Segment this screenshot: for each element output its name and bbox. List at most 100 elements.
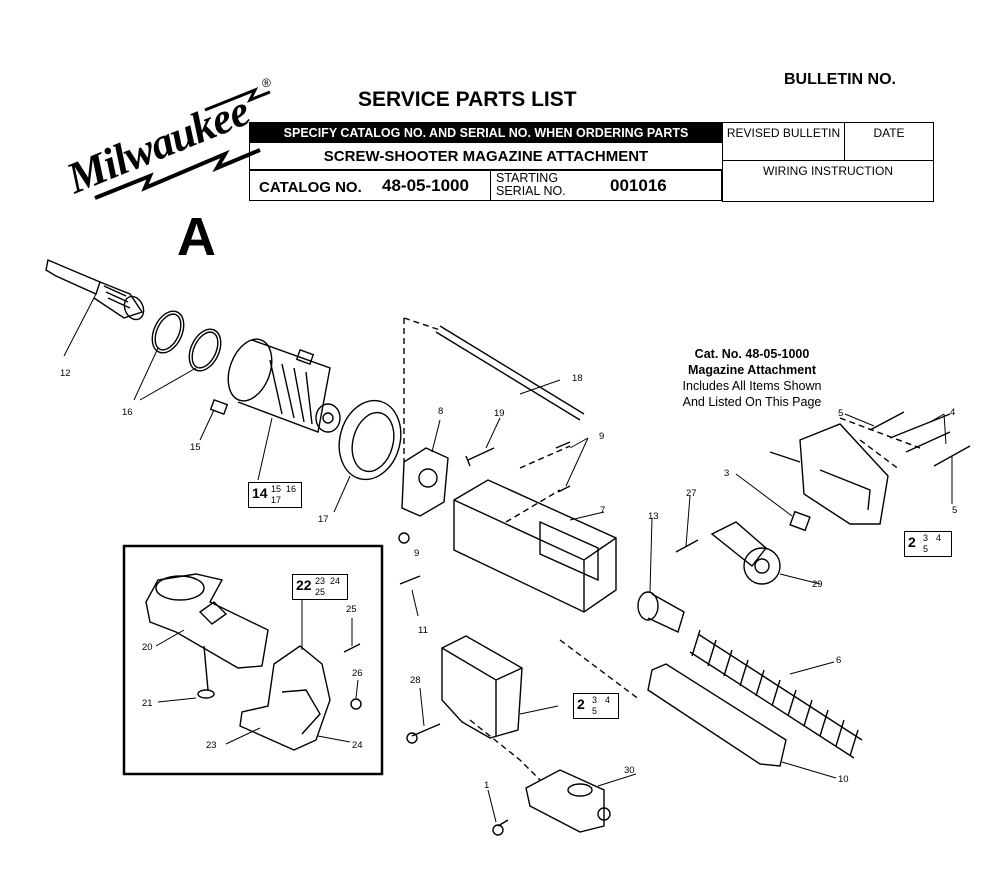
date-cell: DATE — [844, 122, 934, 161]
starting-label-1: STARTING — [496, 171, 559, 185]
kit-part: 16 — [286, 484, 297, 494]
starting-serial-label: STARTING SERIAL NO. — [496, 172, 566, 198]
front-body-part — [406, 635, 523, 744]
o-ring-2 — [188, 328, 222, 372]
catalog-label: CATALOG NO. — [259, 179, 362, 196]
kit-part: 4 — [605, 695, 611, 705]
revision-table: REVISED BULLETIN DATE WIRING INSTRUCTION — [722, 122, 934, 202]
page-title: SERVICE PARTS LIST — [358, 88, 577, 111]
wiring-instruction-cell: WIRING INSTRUCTION — [722, 160, 934, 202]
part-number-label: 20 — [142, 642, 153, 653]
ratchet-part — [710, 521, 781, 585]
screw-27 — [675, 539, 699, 553]
kit-box-14: 14 15 16 17 — [248, 482, 302, 508]
feed-assembly-part — [769, 423, 889, 525]
catalog-note: Cat. No. 48-05-1000 Magazine Attachment … — [662, 346, 842, 410]
starting-label-2: SERIAL NO. — [496, 184, 566, 198]
note-line-1: Cat. No. 48-05-1000 — [694, 347, 810, 361]
part-number-label: 30 — [624, 765, 635, 776]
part-number-label: 12 — [60, 368, 71, 379]
part-number-label: 5 — [838, 408, 844, 419]
kit-main: 2 — [908, 534, 916, 550]
part-number-label: 17 — [318, 514, 329, 525]
bit-holder-part — [45, 259, 145, 321]
note-line-4: And Listed On This Page — [682, 395, 822, 409]
part-number-label: 10 — [838, 774, 849, 785]
part-number-label: 13 — [648, 511, 659, 522]
kit-box-22: 22 23 24 25 — [292, 574, 348, 600]
part-number-label: 7 — [600, 505, 606, 516]
set-screw-a — [295, 349, 315, 365]
part-number-label: 3 — [724, 468, 730, 479]
part-number-label: 21 — [142, 698, 153, 709]
kit-part: 4 — [936, 533, 942, 543]
kit-part: 17 — [271, 495, 282, 505]
part-number-label: 25 — [346, 604, 357, 615]
nose-cylinder-part — [227, 338, 341, 433]
part-number-label: 29 — [812, 579, 823, 590]
catalog-row: CATALOG NO. 48-05-1000 STARTING SERIAL N… — [249, 170, 722, 201]
lock-ring-part — [338, 399, 402, 481]
section-letter: A — [177, 207, 216, 267]
plate-part — [647, 663, 787, 767]
kit-box-2-right: 2 3 4 5 — [904, 531, 952, 557]
kit-part: 5 — [592, 706, 598, 716]
part-number-label: 11 — [418, 625, 428, 636]
bulletin-label: BULLETIN NO. — [784, 71, 896, 88]
kit-part: 15 — [271, 484, 282, 494]
o-ring-1 — [151, 310, 185, 354]
kit-part: 3 — [923, 533, 929, 543]
screw-11 — [399, 575, 421, 585]
kit-main: 14 — [252, 485, 268, 501]
kit-box-2-center: 2 3 4 5 — [573, 693, 619, 719]
part-number-label: 4 — [950, 407, 956, 418]
kit-part: 5 — [923, 544, 929, 554]
catalog-number: 48-05-1000 — [382, 176, 469, 195]
inset-parts — [145, 573, 362, 751]
spring-part — [689, 629, 863, 759]
part-number-label: 1 — [484, 780, 490, 791]
part-number-label: 15 — [190, 442, 201, 453]
header-table: SPECIFY CATALOG NO. AND SERIAL NO. WHEN … — [249, 122, 723, 170]
part-number-label: 9 — [599, 431, 605, 442]
long-bit-part — [435, 325, 585, 421]
inset-box — [122, 544, 384, 776]
part-number-label: 24 — [352, 740, 363, 751]
kit-part: 23 — [315, 576, 326, 586]
bracket-part — [401, 447, 449, 517]
set-screw-b — [209, 399, 229, 415]
kit-part: 3 — [592, 695, 598, 705]
screws-4-5 — [869, 411, 971, 467]
screw-19 — [465, 447, 495, 467]
note-line-2: Magazine Attachment — [687, 363, 817, 377]
part-number-label: 16 — [122, 407, 133, 418]
kit-main: 22 — [296, 577, 312, 593]
sleeve-part — [637, 591, 685, 633]
part-number-label: 27 — [686, 488, 697, 499]
shoe-part — [525, 769, 611, 833]
product-name: SCREW-SHOOTER MAGAZINE ATTACHMENT — [249, 142, 723, 170]
part-number-label: 28 — [410, 675, 421, 686]
part-number-label: 9 — [414, 548, 420, 559]
part-number-label: 19 — [494, 408, 505, 419]
part-number-label: 18 — [572, 373, 583, 384]
magazine-housing-part — [453, 479, 617, 613]
kit-main: 2 — [577, 696, 585, 712]
kit-part: 25 — [315, 587, 326, 597]
note-line-3: Includes All Items Shown — [682, 379, 822, 393]
catalog-divider — [490, 171, 491, 200]
registered-mark: ® — [262, 76, 271, 90]
inset-leader-lines — [155, 598, 359, 745]
kit-part: 24 — [330, 576, 341, 586]
part-number-label: 26 — [352, 668, 363, 679]
part-number-label: 6 — [836, 655, 842, 666]
logo-mark: Milwaukee — [59, 86, 271, 203]
part-number-label: 8 — [438, 406, 444, 417]
part-number-label: 23 — [206, 740, 217, 751]
milwaukee-logo: Milwaukee — [55, 70, 280, 210]
spacer-3 — [789, 510, 811, 532]
part-number-label: 5 — [952, 505, 958, 516]
serial-number: 001016 — [610, 176, 667, 195]
